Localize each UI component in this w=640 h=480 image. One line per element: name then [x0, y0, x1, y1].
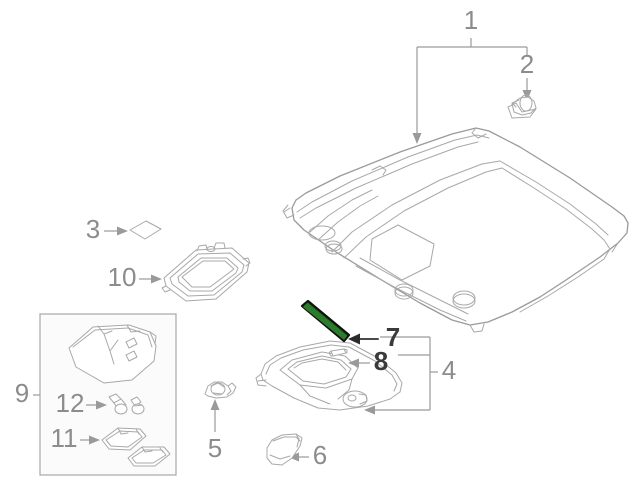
- callout-labels: 1 2 3 4 5 6 7 8 9 10 11 12: [15, 5, 534, 470]
- visor-trim-strip-highlighted: [300, 299, 351, 343]
- callout-label-4: 4: [442, 355, 456, 385]
- callout-label-12: 12: [56, 388, 85, 418]
- callout-label-6: 6: [313, 440, 327, 470]
- console-bulbs: [86, 393, 145, 415]
- callout-4-leader: [364, 336, 438, 415]
- overhead-console-group: [33, 313, 177, 476]
- headliner-roof-panel: [282, 127, 629, 333]
- callout-label-11: 11: [51, 423, 78, 453]
- visor-support-bracket-part: [204, 381, 237, 432]
- console-housing: [68, 324, 157, 384]
- callout-label-3: 3: [86, 214, 100, 244]
- shim-plate-part: [104, 220, 162, 240]
- callout-label-9: 9: [15, 378, 29, 408]
- visor-retaining-pin-part: [328, 348, 370, 368]
- grip-cover-part: [266, 433, 309, 466]
- callout-label-2: 2: [520, 49, 534, 79]
- callout-1-leader: [412, 38, 528, 144]
- headliner-clip-part: [507, 78, 537, 119]
- callout-label-7: 7: [386, 322, 400, 352]
- callout-label-5: 5: [208, 433, 222, 463]
- callout-label-10: 10: [108, 262, 137, 292]
- callout-label-8: 8: [374, 346, 388, 376]
- console-lens-covers: [80, 427, 171, 467]
- callout-label-1: 1: [464, 5, 478, 35]
- sun-visor-assembly-part: [255, 340, 403, 411]
- sunroof-trim-ring-part: [139, 242, 251, 302]
- callout-7-leader: [348, 333, 404, 345]
